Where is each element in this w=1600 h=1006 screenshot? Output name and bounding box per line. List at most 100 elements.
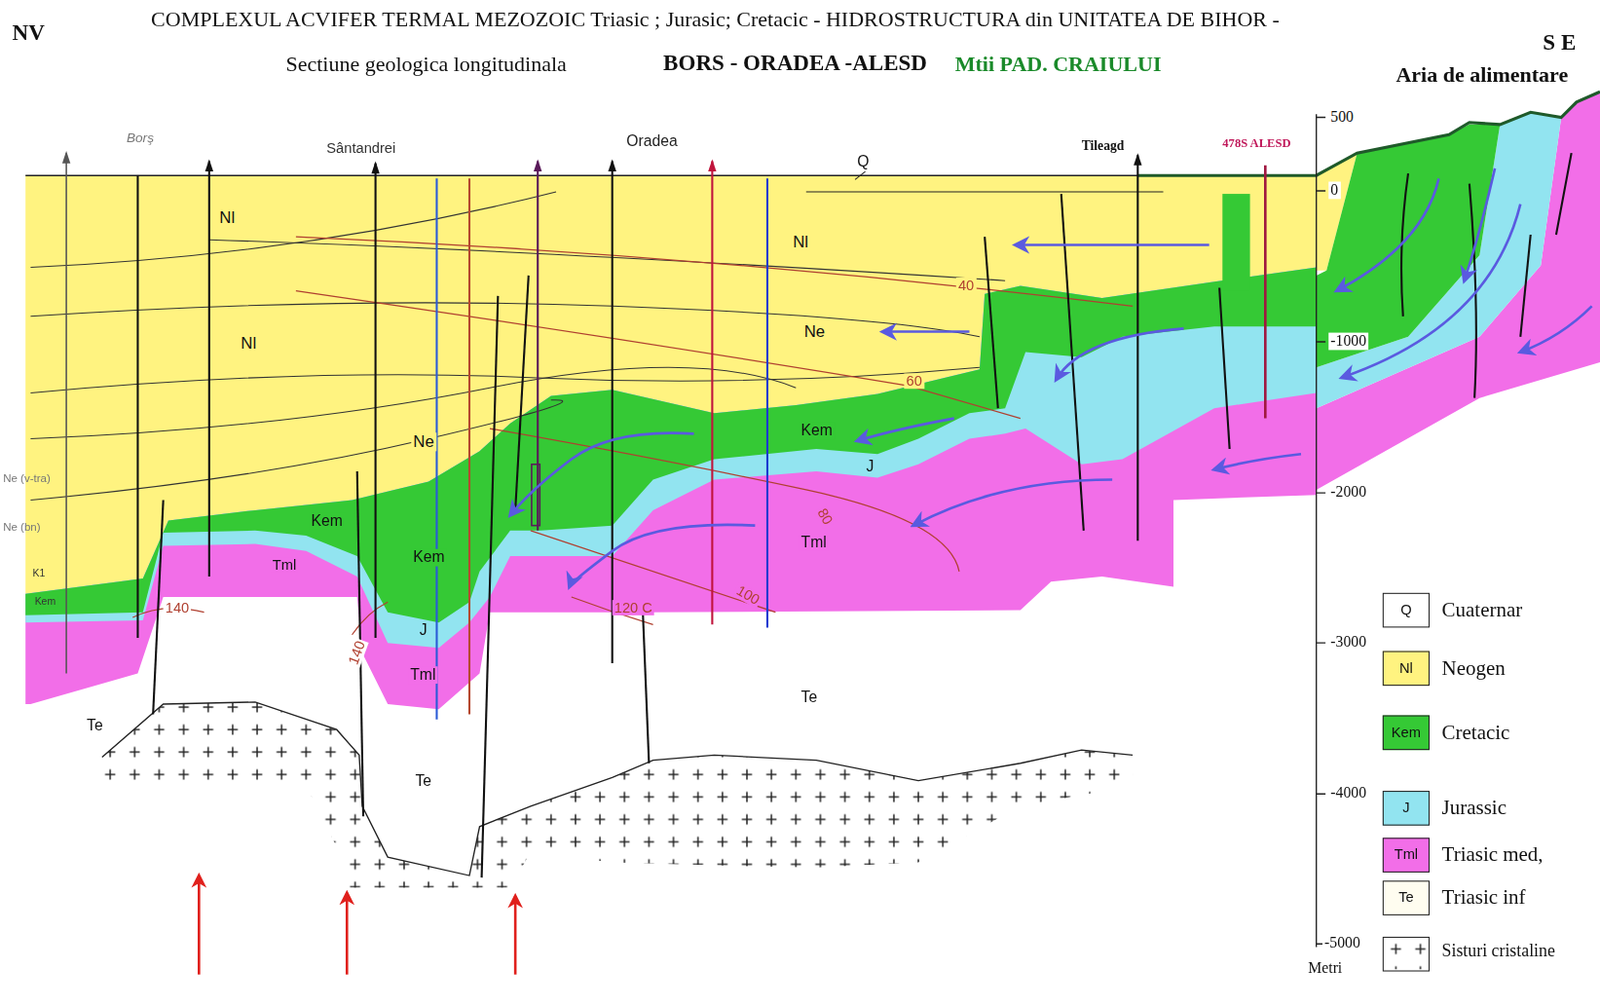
ground-surface bbox=[806, 190, 1164, 192]
neogene-horizon bbox=[30, 367, 979, 393]
neogene-horizon bbox=[30, 400, 562, 501]
legend-text: Jurassic bbox=[1442, 795, 1507, 819]
ground-surface bbox=[855, 171, 865, 180]
formation-symbol: Tml bbox=[798, 533, 828, 551]
borehole bbox=[611, 161, 614, 665]
legend-symbol: Kem bbox=[1391, 724, 1421, 741]
scale-value: -3000 bbox=[1328, 633, 1369, 651]
crystalline-schist bbox=[102, 702, 1133, 889]
depth-scale bbox=[1316, 117, 1326, 945]
legend-symbol: Te bbox=[1398, 890, 1414, 906]
borehole bbox=[608, 158, 617, 172]
borehole bbox=[710, 161, 713, 626]
legend-text: Sisturi cristaline bbox=[1442, 941, 1556, 962]
scale-value: -4000 bbox=[1328, 784, 1369, 802]
formation-symbol: Q bbox=[856, 152, 869, 170]
flow-arrow bbox=[1015, 243, 1210, 247]
heat-flow-arrow bbox=[197, 875, 201, 975]
borehole bbox=[371, 161, 379, 175]
heat-flow-arrow bbox=[345, 893, 349, 975]
legend-text: Cuaternar bbox=[1442, 597, 1524, 621]
borehole bbox=[62, 150, 1266, 720]
scale-value: 0 bbox=[1328, 182, 1340, 199]
recharge-area-label: Aria de alimentare bbox=[1395, 63, 1568, 87]
borehole bbox=[766, 178, 769, 628]
place-name: Tileagd bbox=[1081, 139, 1125, 154]
fault-line bbox=[1219, 287, 1229, 449]
heat-flow-arrow bbox=[514, 895, 518, 975]
flow-arrow bbox=[510, 433, 695, 517]
legend-text: Neogen bbox=[1442, 656, 1506, 679]
section-route: BORS - ORADEA -ALESD bbox=[663, 50, 928, 75]
stratigraphic-note: Ne (bn) bbox=[2, 520, 40, 533]
cretaceous-fill bbox=[25, 124, 1500, 623]
borehole bbox=[62, 150, 71, 164]
ground-surface bbox=[1137, 91, 1600, 176]
borehole bbox=[533, 158, 542, 172]
place-name: Oradea bbox=[624, 132, 680, 149]
compass-direction: S E bbox=[1542, 30, 1576, 55]
flow-arrow bbox=[510, 168, 1593, 588]
fault-line bbox=[1556, 152, 1572, 235]
borehole bbox=[536, 161, 539, 531]
flow-arrow bbox=[569, 524, 756, 588]
borehole bbox=[208, 161, 211, 577]
formation-symbol: Nl bbox=[238, 334, 259, 353]
ground-surface bbox=[25, 174, 1138, 177]
flow-arrow bbox=[882, 330, 969, 334]
formation-symbol: Kem bbox=[33, 595, 59, 608]
flow-arrow bbox=[913, 479, 1113, 525]
isotherm-value: 140 bbox=[163, 599, 192, 616]
ground-surface bbox=[25, 91, 1600, 192]
isotherm-line bbox=[132, 236, 1133, 635]
borehole bbox=[374, 163, 377, 638]
flow-arrow bbox=[1337, 178, 1440, 291]
borehole bbox=[468, 178, 471, 714]
compass-direction: NV bbox=[12, 20, 45, 45]
legend-swatch bbox=[1382, 936, 1430, 972]
jurassic-fill bbox=[25, 111, 1562, 648]
well-name: 478S ALESD bbox=[1222, 136, 1291, 150]
borehole bbox=[1264, 165, 1267, 419]
formation-symbol: Te bbox=[412, 772, 434, 789]
formation-symbol: Tml bbox=[408, 666, 438, 683]
scale-value: -1000 bbox=[1328, 333, 1369, 350]
formation-symbol: Te bbox=[798, 688, 819, 706]
neogene-horizon bbox=[30, 302, 979, 337]
legend-symbol: Tml bbox=[1394, 847, 1418, 863]
flow-arrow bbox=[1056, 328, 1185, 379]
triassic-middle-fill bbox=[25, 267, 1317, 710]
borehole bbox=[136, 175, 139, 638]
formation-symbol: Kem bbox=[798, 422, 835, 440]
fault-line bbox=[984, 236, 999, 409]
borehole bbox=[531, 464, 540, 526]
flow-arrow bbox=[1464, 168, 1495, 281]
neogene-horizon bbox=[209, 239, 1005, 281]
scale-value: -2000 bbox=[1328, 483, 1369, 501]
formation-symbol: Tml bbox=[270, 557, 299, 573]
formation-symbol: Ne bbox=[410, 432, 437, 450]
formation-symbol: Kem bbox=[410, 549, 447, 566]
isotherm-line bbox=[489, 428, 960, 572]
crystalline-schist bbox=[102, 702, 1133, 876]
formation-symbol: Te bbox=[84, 717, 106, 735]
legend-symbol: Q bbox=[1400, 602, 1412, 619]
schist-symbol bbox=[1383, 937, 1428, 969]
legend-text: Triasic med, bbox=[1442, 843, 1544, 866]
formation-symbol: Nl bbox=[790, 232, 811, 251]
heat-flow-arrow bbox=[198, 875, 516, 975]
schist-symbol bbox=[1383, 937, 1428, 969]
borehole bbox=[205, 158, 214, 172]
depth-scale bbox=[1315, 113, 1317, 947]
legend-symbol: Nl bbox=[1399, 660, 1414, 676]
stratigraphic-note: Ne (v-tra) bbox=[2, 471, 51, 484]
isotherm-line bbox=[296, 236, 1133, 306]
section-subtitle: Sectiune geologica longitudinala bbox=[285, 52, 566, 76]
formation-symbol: K1 bbox=[30, 567, 47, 580]
legend-text: Cretacic bbox=[1442, 720, 1511, 744]
place-name: Borş bbox=[124, 130, 156, 146]
fault-line bbox=[152, 499, 163, 714]
flow-arrow bbox=[1214, 453, 1302, 470]
fault-line bbox=[482, 296, 499, 878]
